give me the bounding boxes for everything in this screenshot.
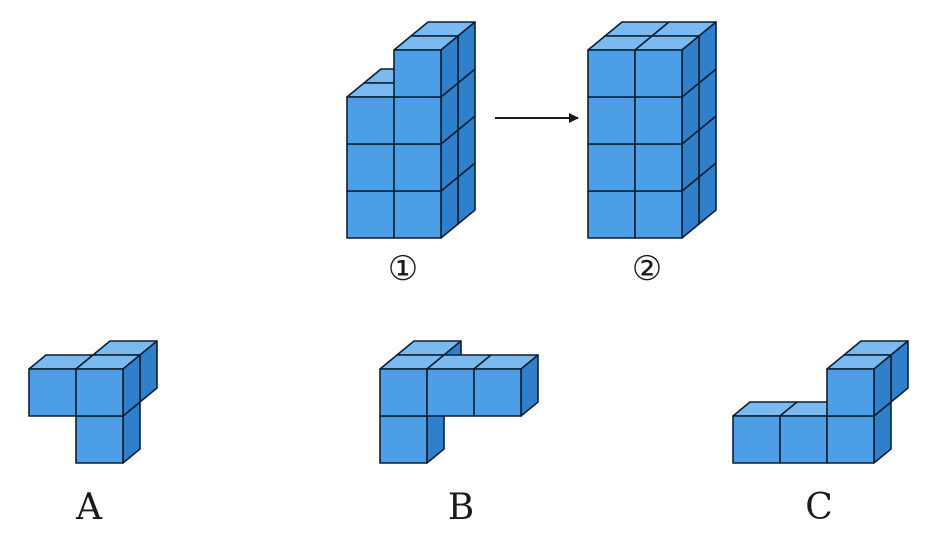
option-b-piece xyxy=(379,340,539,464)
unit-cube xyxy=(634,176,700,239)
option-a-piece xyxy=(28,340,158,464)
cube-front-face xyxy=(473,368,522,417)
figure-2-solid xyxy=(587,21,717,239)
cube-front-face xyxy=(393,96,442,145)
cube-front-face xyxy=(346,143,395,192)
cube-front-face xyxy=(426,368,475,417)
cube-front-face xyxy=(634,190,683,239)
unit-cube xyxy=(393,82,459,145)
cube-front-face xyxy=(379,415,428,464)
cube-front-face xyxy=(346,96,395,145)
cube-front-face xyxy=(587,190,636,239)
cube-front-face xyxy=(587,96,636,145)
unit-cube xyxy=(651,21,717,84)
unit-cube xyxy=(732,401,798,464)
unit-cube xyxy=(346,143,395,192)
option-a-label: A xyxy=(76,487,102,528)
unit-cube xyxy=(379,401,445,464)
unit-cube xyxy=(587,190,636,239)
figure-1-solid xyxy=(346,21,476,239)
unit-cube xyxy=(426,354,492,417)
cube-front-face xyxy=(75,415,124,464)
unit-cube xyxy=(75,354,141,417)
unit-cube xyxy=(634,82,700,145)
cube-front-face xyxy=(393,143,442,192)
unit-cube xyxy=(587,143,636,192)
unit-cube xyxy=(634,129,700,192)
unit-cube xyxy=(826,354,892,417)
cube-front-face xyxy=(779,415,828,464)
cube-front-face xyxy=(826,415,875,464)
unit-cube xyxy=(75,401,141,464)
figure-1-label: ① xyxy=(387,249,419,289)
cube-front-face xyxy=(379,368,428,417)
cube-front-face xyxy=(732,415,781,464)
unit-cube xyxy=(634,35,700,98)
option-c-label: C xyxy=(805,487,833,528)
cube-front-face xyxy=(75,368,124,417)
cube-front-face xyxy=(634,143,683,192)
cube-front-face xyxy=(346,190,395,239)
figure-2-label: ② xyxy=(631,249,663,289)
cube-front-face xyxy=(826,368,875,417)
unit-cube xyxy=(346,190,395,239)
unit-cube xyxy=(473,354,539,417)
option-c-piece xyxy=(732,340,909,464)
unit-cube xyxy=(843,340,909,403)
cube-front-face xyxy=(28,368,77,417)
cube-front-face xyxy=(393,49,442,98)
unit-cube xyxy=(393,35,459,98)
option-b-label: B xyxy=(447,487,475,528)
cube-front-face xyxy=(393,190,442,239)
unit-cube xyxy=(587,96,636,145)
cube-front-face xyxy=(634,96,683,145)
cube-front-face xyxy=(634,49,683,98)
cube-front-face xyxy=(587,143,636,192)
cube-front-face xyxy=(587,49,636,98)
